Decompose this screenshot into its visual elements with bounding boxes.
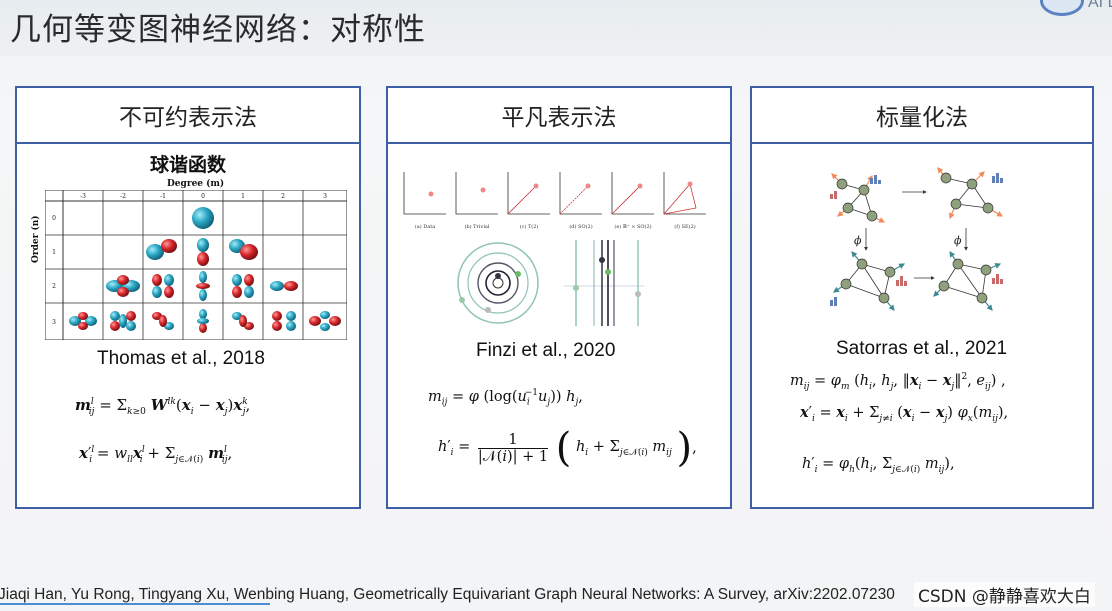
- frame-caption: (c) T(2): [520, 223, 539, 230]
- degree-label: 3: [323, 193, 327, 200]
- frame-caption: (b) Trivial: [464, 223, 489, 230]
- vertical-lines-figure: [564, 240, 644, 326]
- concentric-circles-figure: [457, 242, 539, 324]
- degree-label: -3: [80, 193, 86, 200]
- spherical-harmonics-grid: -3 -2 -1 0 1 2 3 0 1 2 3: [45, 190, 347, 340]
- equation-message: mij = φ (log(ui−1uj)) hj,: [428, 388, 583, 408]
- citation: Finzi et al., 2020: [476, 340, 616, 361]
- logo-text: AI L: [1088, 0, 1112, 11]
- degree-axis-label: Degree (m): [167, 179, 225, 189]
- frame-caption: (f) SE(2): [674, 223, 696, 230]
- phi-label: ϕ: [954, 234, 962, 247]
- citation: Satorras et al., 2021: [836, 338, 1008, 359]
- group-frames-figure: (a) Data (b) Trivial (c) T(2) (d) SO(2) …: [403, 172, 706, 230]
- panel-irreducible-representation: 不可约表示法 球谐函数 Degree (m) Order (n) -3 -2 -…: [15, 86, 361, 509]
- degree-label: 1: [241, 193, 245, 200]
- panel-heading: 不可约表示法: [17, 88, 359, 144]
- order-label: 0: [52, 215, 56, 222]
- frame-caption: (e) ℝ⁺ × SO(2): [614, 223, 651, 230]
- logo: AI L: [1038, 0, 1112, 24]
- equation-coordinate-update: x′i = xi + Σj≠i (xi − xj) φx(mij),: [800, 404, 1009, 424]
- equation-message: mlij = Σk≥0 Wlk(xi − xj)xkj,: [75, 396, 251, 417]
- degree-label: 0: [201, 193, 205, 200]
- equation-message: mij = φm (hi, hj, ‖xi − xj‖2, eij) ,: [790, 372, 1006, 392]
- panel-heading: 标量化法: [752, 88, 1092, 144]
- phi-label: ϕ: [854, 234, 862, 247]
- watermark: CSDN @静静喜欢大白: [914, 582, 1095, 607]
- frame-caption: (d) SO(2): [569, 223, 592, 230]
- order-label: 2: [52, 283, 56, 290]
- equation-feature-update: h′i = φh(hi, Σj∈𝒩(i) mij),: [802, 456, 955, 475]
- footer-underline: [0, 603, 270, 605]
- egnn-graph-figure: ϕ ϕ: [830, 167, 1004, 311]
- panel-trivial-representation: 平凡表示法 (a) Data (b) Trivial (c) T(2) (d) …: [386, 86, 732, 509]
- equation-update: x′li = wllxli + Σj∈𝒩(i) mlij,: [79, 444, 233, 465]
- frame-caption: (a) Data: [415, 223, 435, 230]
- equation-update: h′i = 1 |𝒩(i)| + 1 ( hi + Σj∈𝒩(i) mij ),: [438, 425, 697, 471]
- order-axis-label: Order (n): [31, 215, 41, 263]
- panel-heading: 平凡表示法: [388, 88, 730, 144]
- title-bar: [0, 0, 1112, 56]
- paper-reference: Jiaqi Han, Yu Rong, Tingyang Xu, Wenbing…: [0, 586, 895, 603]
- order-label: 3: [52, 319, 56, 326]
- figure-title: 球谐函数: [149, 154, 226, 176]
- degree-label: 2: [281, 193, 285, 200]
- citation: Thomas et al., 2018: [97, 348, 265, 369]
- order-label: 1: [52, 249, 56, 256]
- degree-label: -2: [120, 193, 126, 200]
- degree-label: -1: [160, 193, 166, 200]
- panel-scalarization: 标量化法: [750, 86, 1094, 509]
- slide-title: 几何等变图神经网络：对称性: [10, 12, 426, 48]
- logo-circle-icon: [1040, 0, 1084, 16]
